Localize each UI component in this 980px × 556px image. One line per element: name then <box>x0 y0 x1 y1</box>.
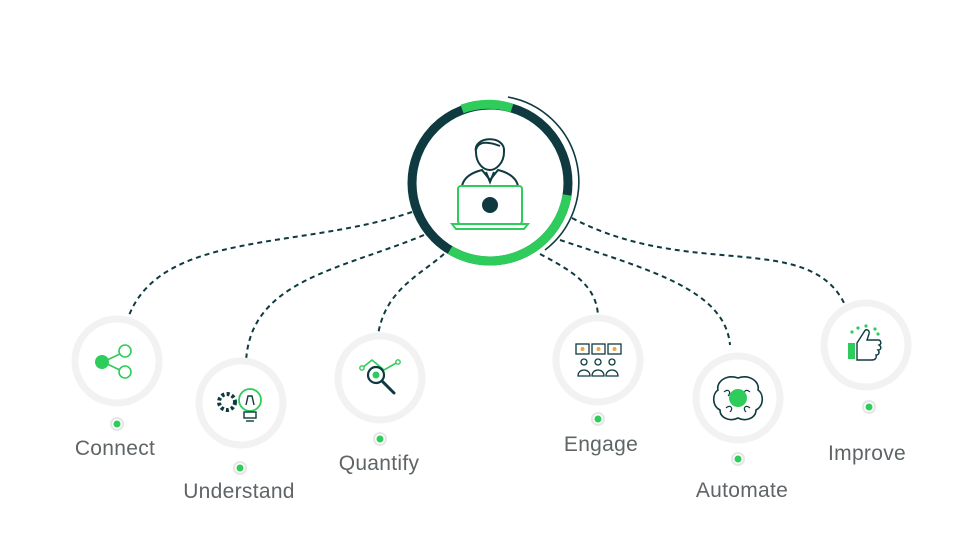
connector-improve <box>571 217 846 306</box>
step-automate <box>692 352 784 466</box>
connectors <box>127 211 846 363</box>
connector-connect <box>127 211 413 319</box>
step-improve <box>820 299 912 414</box>
ring-green-top <box>460 99 514 114</box>
gear-lightbulb-icon <box>217 388 262 422</box>
step-quantify <box>334 332 426 446</box>
central-hub <box>407 96 580 266</box>
person-at-laptop-icon <box>449 138 531 230</box>
thumbs-up-icon <box>848 324 882 361</box>
step-label-engage: Engage <box>563 433 639 456</box>
brain-icon <box>712 376 764 421</box>
video-grid-icon <box>575 343 622 377</box>
step-label-understand: Understand <box>183 480 295 503</box>
connector-understand <box>245 234 425 363</box>
step-label-connect: Connect <box>74 437 156 460</box>
share-nodes-icon <box>95 344 132 379</box>
step-understand <box>195 357 287 475</box>
connector-automate <box>559 239 731 346</box>
ring-green-bottom <box>447 194 572 266</box>
step-label-improve: Improve <box>828 442 906 465</box>
connector-quantify <box>377 253 445 336</box>
connector-engage <box>539 253 599 319</box>
magnifier-chart-icon <box>359 358 401 395</box>
step-label-automate: Automate <box>695 479 789 502</box>
step-engage <box>552 314 644 426</box>
step-label-quantify: Quantify <box>338 452 420 475</box>
step-connect <box>71 315 163 431</box>
outer-thin-arc <box>507 96 580 251</box>
